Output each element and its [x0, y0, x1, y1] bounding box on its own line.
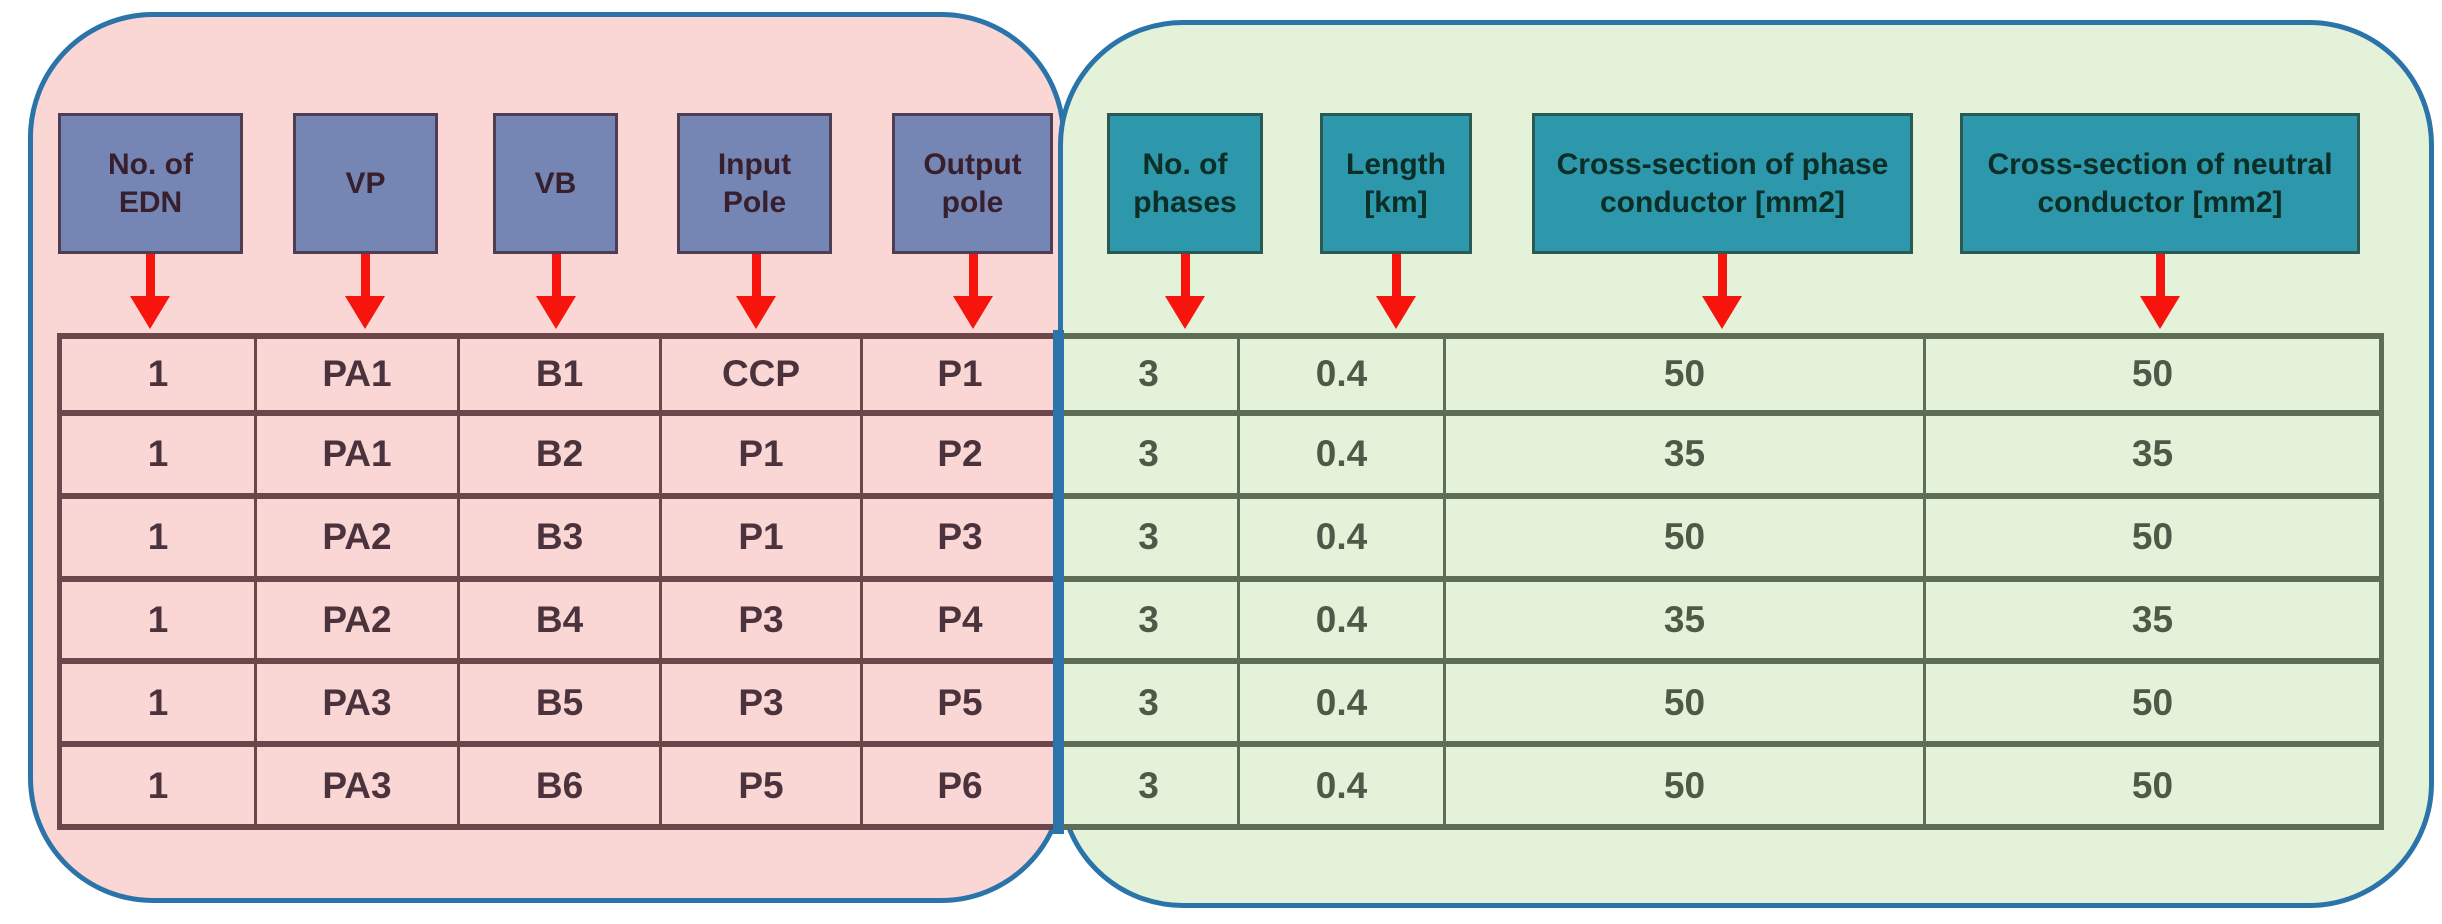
- table-cell: B5: [460, 664, 662, 748]
- arrow-down-icon: [345, 254, 385, 329]
- arrow-head: [536, 296, 576, 329]
- arrow-shaft: [145, 254, 155, 296]
- table-cell: 35: [1926, 415, 2384, 499]
- table-cell: 35: [1926, 581, 2384, 665]
- table-cell: 50: [1446, 333, 1926, 416]
- arrow-shaft: [360, 254, 370, 296]
- arrow-shaft: [1391, 254, 1401, 296]
- table-cell: P2: [863, 415, 1060, 499]
- table-cell: 35: [1446, 415, 1926, 499]
- header-box-phase-conductor: Cross-section of phase conductor [mm2]: [1532, 113, 1913, 254]
- table-cell: 0.4: [1240, 747, 1446, 830]
- table-cell: P1: [662, 415, 863, 499]
- header-box-output-pole: Output pole: [892, 113, 1053, 254]
- table-cell: 3: [1060, 747, 1240, 830]
- arrow-down-icon: [1702, 254, 1742, 329]
- arrow-head: [1376, 296, 1416, 329]
- table-cell: 3: [1060, 415, 1240, 499]
- arrow-head: [2140, 296, 2180, 329]
- table-cell: 3: [1060, 664, 1240, 748]
- table-cell: P3: [662, 664, 863, 748]
- header-box-length-km: Length [km]: [1320, 113, 1472, 254]
- header-box-vb: VB: [493, 113, 618, 254]
- header-box-vp: VP: [293, 113, 438, 254]
- table-cell: 0.4: [1240, 664, 1446, 748]
- arrow-shaft: [551, 254, 561, 296]
- arrow-down-icon: [2140, 254, 2180, 329]
- table-cell: 0.4: [1240, 415, 1446, 499]
- table-cell: B3: [460, 498, 662, 582]
- arrow-shaft: [1717, 254, 1727, 296]
- table-cell: 3: [1060, 498, 1240, 582]
- table-cell: P6: [863, 747, 1060, 830]
- arrow-head: [345, 296, 385, 329]
- arrow-down-icon: [536, 254, 576, 329]
- arrow-shaft: [968, 254, 978, 296]
- table-cell: 50: [1446, 498, 1926, 582]
- table-cell: PA1: [257, 415, 460, 499]
- table-cell: 1: [57, 498, 257, 582]
- table-cell: B4: [460, 581, 662, 665]
- table-cell: 0.4: [1240, 333, 1446, 416]
- arrow-head: [1165, 296, 1205, 329]
- table-cell: PA2: [257, 581, 460, 665]
- header-box-input-pole: Input Pole: [677, 113, 832, 254]
- table-cell: P4: [863, 581, 1060, 665]
- table-cell: 50: [1446, 747, 1926, 830]
- arrow-down-icon: [736, 254, 776, 329]
- table-cell: P1: [662, 498, 863, 582]
- table-cell: PA1: [257, 333, 460, 416]
- table-cell: 1: [57, 415, 257, 499]
- data-table: 1 PA1 B1 CCP P1 3 0.4 50 50 1 PA1 B2 P1 …: [57, 333, 2384, 830]
- table-cell: 0.4: [1240, 498, 1446, 582]
- table-cell: B2: [460, 415, 662, 499]
- table-cell: 50: [1926, 664, 2384, 748]
- panel-divider-line: [1053, 330, 1064, 834]
- header-box-no-of-phases: No. of phases: [1107, 113, 1263, 254]
- table-cell: PA3: [257, 664, 460, 748]
- table-cell: 50: [1446, 664, 1926, 748]
- table-cell: 35: [1446, 581, 1926, 665]
- header-box-no-of-edn: No. of EDN: [58, 113, 243, 254]
- table-cell: 1: [57, 333, 257, 416]
- arrow-down-icon: [1165, 254, 1205, 329]
- arrow-shaft: [1180, 254, 1190, 296]
- table-cell: P3: [662, 581, 863, 665]
- table-cell: CCP: [662, 333, 863, 416]
- table-cell: 50: [1926, 498, 2384, 582]
- table-cell: 1: [57, 581, 257, 665]
- arrow-shaft: [2155, 254, 2165, 296]
- arrow-head: [736, 296, 776, 329]
- table-cell: B6: [460, 747, 662, 830]
- table-cell: 50: [1926, 747, 2384, 830]
- table-cell: PA3: [257, 747, 460, 830]
- table-cell: P5: [863, 664, 1060, 748]
- table-cell: P5: [662, 747, 863, 830]
- arrow-head: [1702, 296, 1742, 329]
- table-cell: PA2: [257, 498, 460, 582]
- table-cell: P1: [863, 333, 1060, 416]
- arrow-down-icon: [130, 254, 170, 329]
- table-cell: P3: [863, 498, 1060, 582]
- table-cell: 3: [1060, 333, 1240, 416]
- table-cell: 0.4: [1240, 581, 1446, 665]
- arrow-head: [130, 296, 170, 329]
- arrow-head: [953, 296, 993, 329]
- arrow-down-icon: [953, 254, 993, 329]
- table-cell: 1: [57, 747, 257, 830]
- table-cell: B1: [460, 333, 662, 416]
- arrow-shaft: [751, 254, 761, 296]
- arrow-down-icon: [1376, 254, 1416, 329]
- table-cell: 1: [57, 664, 257, 748]
- header-box-neutral-conductor: Cross-section of neutral conductor [mm2]: [1960, 113, 2360, 254]
- table-cell: 3: [1060, 581, 1240, 665]
- table-cell: 50: [1926, 333, 2384, 416]
